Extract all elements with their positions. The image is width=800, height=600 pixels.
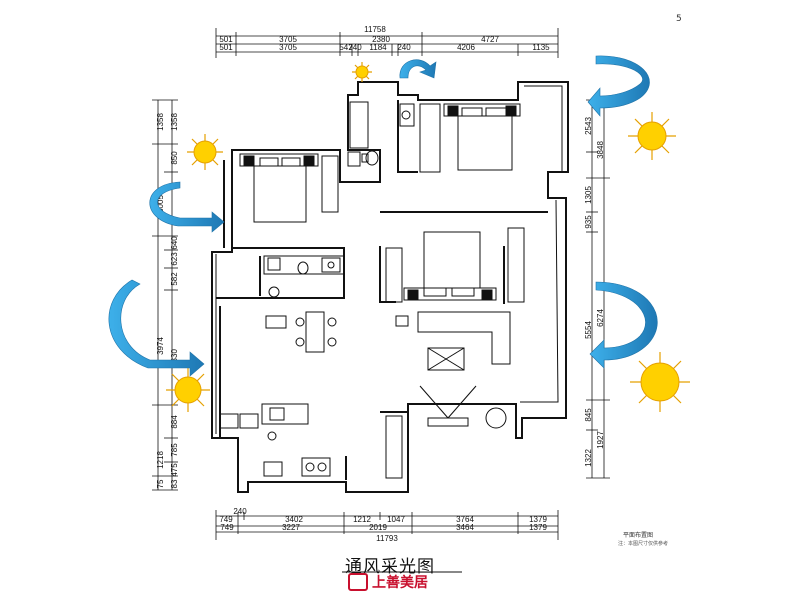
sun-icon (166, 368, 210, 412)
top-dimensions (215, 28, 559, 58)
ventilation-arrow-icon (399, 59, 437, 79)
bottom-dim: 1379 (529, 515, 547, 524)
left-dim: 785 (170, 443, 179, 457)
left-dim: 623 (170, 252, 179, 266)
bottom-dim: 1212 (353, 515, 371, 524)
page-title: 通风采光图 (345, 557, 435, 577)
furniture (219, 101, 525, 479)
left-dim: 3974 (156, 337, 165, 355)
top-dim: 3705 (279, 35, 297, 44)
bottom-dim: 3402 (285, 515, 303, 524)
bottom-dimensions (215, 510, 559, 540)
bottom-dim: 3227 (282, 523, 300, 532)
plan-note: 平面布置图 (623, 532, 654, 539)
ventilation-arrow-icon (589, 281, 658, 369)
left-dim: 1218 (156, 451, 165, 469)
bottom-dim: 240 (233, 507, 247, 516)
bottom-dim: 3764 (456, 515, 474, 524)
left-dim: 1358 (156, 113, 165, 131)
bottom-dim: 2019 (369, 523, 387, 532)
ventilation-arrow-icon (108, 279, 205, 377)
sun-icon (352, 62, 372, 82)
top-dim: 2380 (372, 35, 390, 44)
ventilation-arrow-icon (149, 181, 225, 233)
sun-icon (187, 134, 223, 170)
left-dim: 475 (170, 463, 179, 477)
right-dim: 935 (584, 215, 593, 229)
walls (211, 81, 569, 493)
sun-icon (630, 352, 690, 412)
logo-icon (348, 573, 368, 591)
right-dim: 3848 (596, 141, 605, 159)
left-dim: 75 (156, 479, 165, 488)
top-dim: 547 (339, 43, 353, 52)
left-dim: 3005 (156, 195, 165, 213)
left-dim: 850 (170, 151, 179, 165)
bottom-dim: 3464 (456, 523, 474, 532)
top-dim: 4206 (457, 43, 475, 52)
top-dim: 501 (219, 35, 233, 44)
left-dim: 83 (170, 479, 179, 488)
left-dim: 582 (170, 272, 179, 286)
bottom-dim: 1047 (387, 515, 405, 524)
left-dim: 884 (170, 415, 179, 429)
top-dim-total: 11758 (364, 25, 386, 34)
top-dim: 501 (219, 43, 233, 52)
corner-mark: 5 (676, 14, 682, 24)
bottom-dim-total: 11793 (376, 534, 398, 543)
top-dim: 240 (397, 43, 411, 52)
top-dim: 240 (348, 43, 362, 52)
top-dim: 1135 (532, 43, 550, 52)
left-dim: 1358 (170, 113, 179, 131)
top-dim: 1184 (369, 43, 387, 52)
right-dim: 1322 (584, 449, 593, 467)
right-dim: 1927 (596, 431, 605, 449)
ventilation-arrow-icon (587, 55, 650, 117)
top-dim: 3705 (279, 43, 297, 52)
plan-subnote: 注：本图尺寸仅供参考 (618, 541, 669, 547)
left-dimensions (152, 99, 178, 491)
bottom-dim: 749 (220, 523, 234, 532)
left-dim: 3330 (170, 349, 179, 367)
bottom-dim: 749 (219, 515, 233, 524)
balcony-lines (215, 85, 563, 434)
right-dim: 5554 (584, 321, 593, 339)
left-dim: 640 (170, 236, 179, 250)
right-dim: 1305 (584, 186, 593, 204)
logo-text: 上善美居 (372, 575, 428, 591)
right-dim: 2543 (584, 117, 593, 135)
right-dim: 845 (584, 408, 593, 422)
top-dim: 4727 (481, 35, 499, 44)
sun-icon (628, 112, 676, 160)
right-dim: 6274 (596, 309, 605, 327)
bottom-dim: 1379 (529, 523, 547, 532)
